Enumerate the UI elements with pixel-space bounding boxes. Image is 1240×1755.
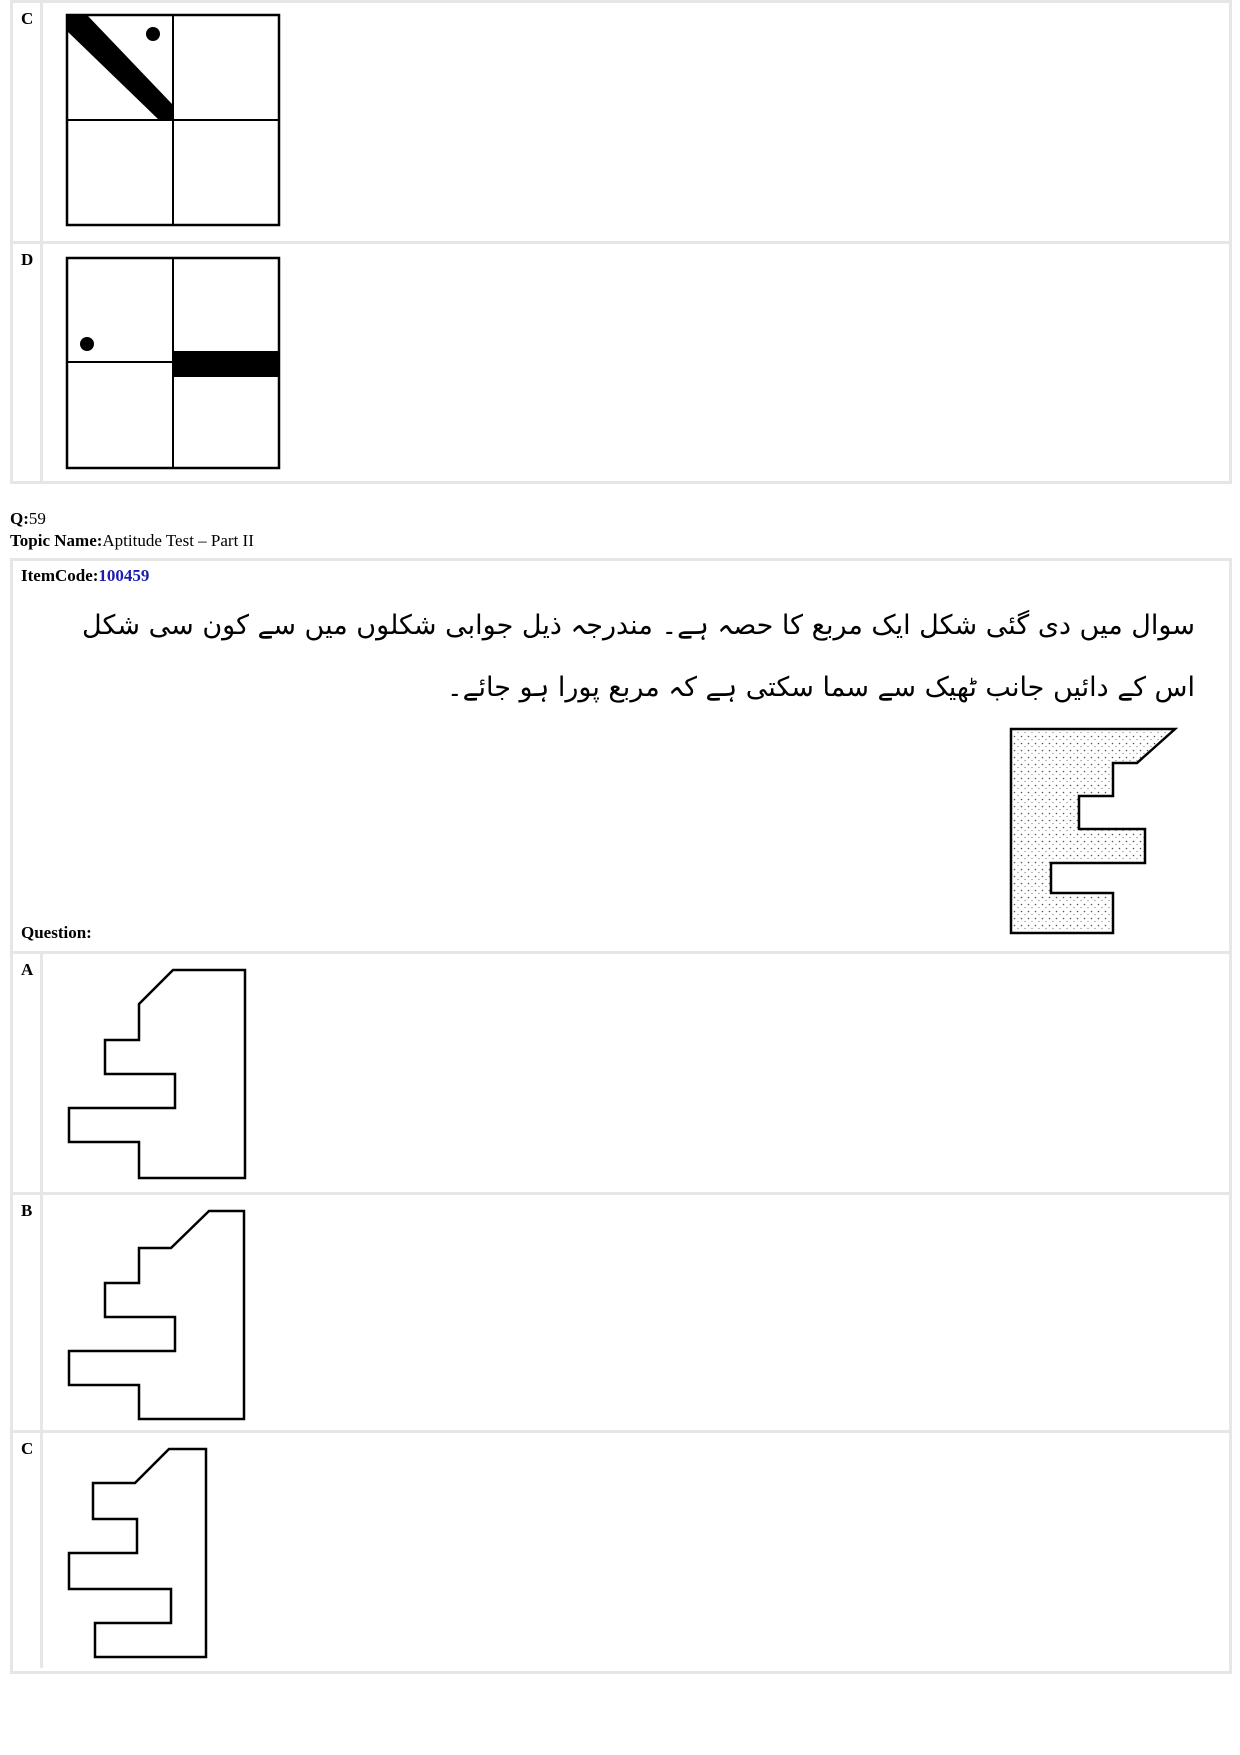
question-label: Question: xyxy=(21,923,92,942)
item-code: ItemCode:100459 xyxy=(21,566,150,585)
question-box: ItemCode:100459 سوال میں دی گئی شکل ایک … xyxy=(10,558,1232,954)
question-number: Q:59 xyxy=(10,509,46,528)
option-b-figure xyxy=(67,1209,246,1421)
option-row-c-prev[interactable]: C xyxy=(13,3,1229,241)
option-row-a[interactable]: A xyxy=(13,954,1229,1192)
option-d-figure xyxy=(65,256,281,470)
option-letter: C xyxy=(13,3,43,241)
given-figure xyxy=(1009,727,1179,935)
answer-options-table: A B C xyxy=(10,951,1232,1674)
option-c-figure-answer xyxy=(67,1447,208,1659)
option-letter: D xyxy=(13,244,43,481)
option-letter: C xyxy=(13,1433,43,1668)
option-letter: B xyxy=(13,1195,43,1430)
topic-name: Topic Name:Aptitude Test – Part II xyxy=(10,531,254,550)
option-c-figure xyxy=(65,13,281,227)
previous-options-table: C D xyxy=(10,0,1232,484)
option-letter: A xyxy=(13,954,43,1192)
question-text-urdu: سوال میں دی گئی شکل ایک مربع کا حصہ ہے۔ … xyxy=(82,610,1195,703)
option-row-b[interactable]: B xyxy=(13,1192,1229,1430)
option-row-c[interactable]: C xyxy=(13,1430,1229,1668)
option-row-d-prev[interactable]: D xyxy=(13,241,1229,481)
option-a-figure xyxy=(67,968,247,1180)
